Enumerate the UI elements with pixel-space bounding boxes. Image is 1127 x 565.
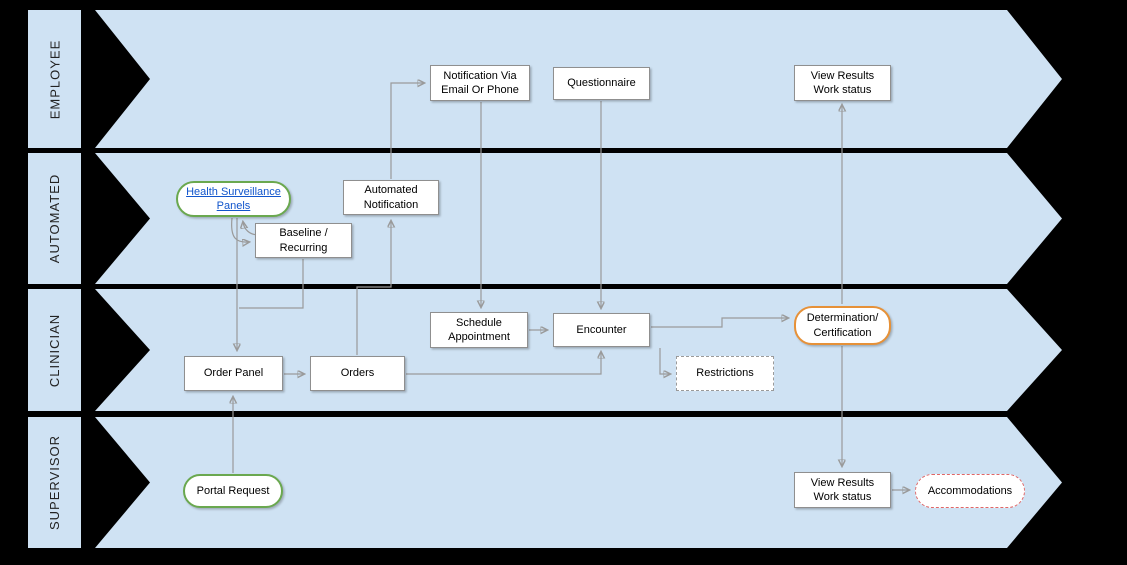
lane-label-automated: AUTOMATED [28, 153, 81, 284]
node-view-results-work-status-supervisor: View Results Work status [794, 472, 891, 508]
node-label: Order Panel [203, 367, 264, 380]
node-label: Orders [340, 367, 375, 380]
node-label: Accommodations [927, 484, 1013, 497]
node-label: Schedule Appointment [448, 316, 510, 343]
lane-label-text: AUTOMATED [47, 173, 63, 264]
node-encounter: Encounter [553, 313, 650, 347]
node-order-panel: Order Panel [184, 356, 283, 391]
node-accommodations: Accommodations [915, 474, 1025, 508]
node-view-results-work-status-employee: View Results Work status [794, 65, 891, 101]
node-restrictions: Restrictions [676, 356, 774, 391]
node-determination-certification: Determination/ Certification [794, 306, 891, 345]
node-label: Determination/ Certification [806, 312, 879, 339]
lane-label-clinician: CLINICIAN [28, 289, 81, 411]
node-label: Automated Notification [363, 184, 419, 211]
lane-label-employee: EMPLOYEE [28, 10, 81, 148]
node-health-surveillance-panels[interactable]: Health Surveillance Panels [176, 181, 291, 217]
node-baseline-recurring: Baseline / Recurring [255, 223, 352, 258]
node-questionnaire: Questionnaire [553, 67, 650, 100]
node-label: Restrictions [696, 367, 754, 380]
node-label: Baseline / Recurring [279, 227, 328, 254]
node-automated-notification: Automated Notification [343, 180, 439, 215]
node-notification-via-email-or-phone: Notification Via Email Or Phone [430, 65, 530, 101]
lane-band-automated [95, 153, 1062, 284]
lane-label-text: SUPERVISOR [47, 434, 63, 531]
node-label: Notification Via Email Or Phone [441, 69, 519, 96]
lane-label-text: CLINICIAN [47, 313, 63, 387]
health-surveillance-panels-link[interactable]: Health Surveillance Panels [186, 185, 281, 212]
lane-label-supervisor: SUPERVISOR [28, 417, 81, 548]
node-label: Encounter [576, 323, 627, 336]
node-schedule-appointment: Schedule Appointment [430, 312, 528, 348]
node-portal-request: Portal Request [183, 474, 283, 508]
node-label: Questionnaire [567, 77, 636, 90]
node-label: View Results Work status [810, 69, 875, 96]
node-label: Portal Request [196, 484, 270, 497]
node-orders: Orders [310, 356, 405, 391]
lane-band-clinician [95, 289, 1062, 411]
lane-label-text: EMPLOYEE [47, 39, 62, 119]
node-label: View Results Work status [810, 476, 875, 503]
